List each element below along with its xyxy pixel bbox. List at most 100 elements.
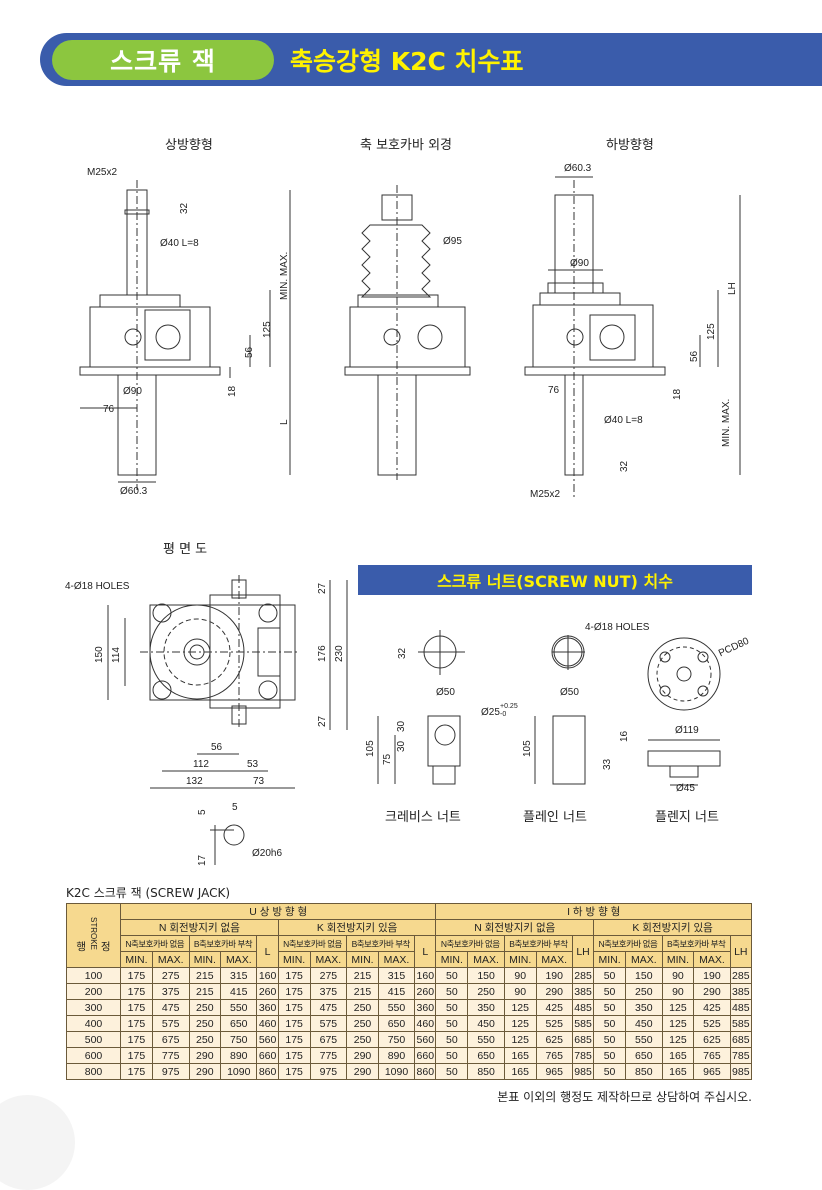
dim-label: 132 [186, 776, 203, 787]
dim-label: 56 [689, 350, 700, 362]
value-cell: 415 [377, 983, 416, 1000]
decorative-circle [0, 1095, 75, 1190]
value-cell: 50 [593, 1015, 626, 1032]
max-header: MAX. [535, 951, 573, 968]
dim-label: 5 [197, 809, 208, 815]
cover-header: B축보호카바 부착 [661, 935, 731, 952]
max-header: MAX. [693, 951, 731, 968]
max-header: MAX. [220, 951, 258, 968]
down-type-header: I 하 방 향 형 [435, 903, 752, 920]
dim-label: 76 [548, 385, 560, 396]
min-header: MIN. [188, 951, 222, 968]
stroke-cell: 300 [66, 999, 121, 1016]
min-header: MIN. [435, 951, 469, 968]
value-cell: 525 [693, 1015, 731, 1032]
value-cell: 485 [729, 999, 753, 1016]
title-up-type: 상방향형 [165, 138, 213, 153]
no-cover-header: N축보호카바 없음 [593, 935, 663, 952]
value-cell: 375 [151, 983, 190, 1000]
value-cell: 965 [693, 1063, 731, 1080]
value-cell: 160 [414, 967, 437, 984]
value-cell: 175 [277, 1063, 311, 1080]
value-cell: 50 [593, 999, 626, 1016]
dim-label: 112 [193, 759, 209, 770]
min-header: MIN. [120, 951, 153, 968]
footnote: 본표 이외의 행정도 제작하므로 상담하여 주십시오. [497, 1090, 752, 1104]
no-cover-header: N축보호카바 없음 [277, 935, 348, 952]
value-cell: 250 [346, 1015, 379, 1032]
value-cell: 290 [346, 1047, 379, 1064]
dim-label: 27 [317, 715, 328, 727]
value-cell: 450 [467, 1015, 505, 1032]
value-cell: 250 [346, 1031, 379, 1048]
min-header: MIN. [503, 951, 537, 968]
dim-label: Ø40 L=8 [160, 238, 199, 249]
category-badge: 스크류 잭 [52, 40, 274, 80]
value-cell: 215 [188, 967, 222, 984]
drawing-plan-view [107, 575, 348, 865]
dim-label: M25x2 [530, 489, 561, 500]
min-header: MIN. [661, 951, 695, 968]
dim-label: L [279, 419, 290, 425]
value-cell: 165 [661, 1063, 695, 1080]
max-header: MAX. [309, 951, 348, 968]
value-cell: 260 [414, 983, 437, 1000]
min-header: MIN. [593, 951, 626, 968]
value-cell: 415 [220, 983, 258, 1000]
cover-header: B축보호카바 부착 [188, 935, 258, 952]
dim-label: Ø20h6 [252, 848, 283, 859]
dimension-table: 행 STROKE 정 U 상 방 향 형 I 하 방 향 형 N 회전방지키 없… [66, 903, 753, 1080]
value-cell: 150 [467, 967, 505, 984]
value-cell: 625 [693, 1031, 731, 1048]
dim-label: MIN. MAX. [721, 398, 732, 447]
screw-nut-section-banner: 스크류 너트(SCREW NUT) 치수 [358, 565, 752, 595]
value-cell: 50 [593, 1063, 626, 1080]
value-cell: 385 [729, 983, 753, 1000]
value-cell: 675 [151, 1031, 190, 1048]
drawing-down-type [524, 176, 741, 500]
value-cell: 90 [661, 983, 695, 1000]
value-cell: 175 [120, 999, 153, 1016]
value-cell: 585 [729, 1015, 753, 1032]
dim-label: 30 [396, 740, 407, 752]
max-header: MAX. [467, 951, 505, 968]
dim-label: 30 [396, 720, 407, 732]
page-title: 축승강형 K2C 치수표 [290, 47, 524, 76]
dim-label: 32 [397, 647, 408, 659]
value-cell: 475 [309, 999, 348, 1016]
value-cell: 585 [571, 1015, 595, 1032]
value-cell: 215 [346, 983, 379, 1000]
value-cell: 175 [277, 999, 311, 1016]
value-cell: 360 [414, 999, 437, 1016]
value-cell: 775 [309, 1047, 348, 1064]
value-cell: 1090 [220, 1063, 258, 1080]
value-cell: 165 [661, 1047, 695, 1064]
value-cell: 650 [467, 1047, 505, 1064]
value-cell: 285 [729, 967, 753, 984]
dim-label: 56 [211, 742, 223, 753]
dim-label: Ø90 [123, 386, 142, 397]
value-cell: 750 [377, 1031, 416, 1048]
value-cell: 250 [467, 983, 505, 1000]
stroke-cell: 400 [66, 1015, 121, 1032]
stroke-cell: 500 [66, 1031, 121, 1048]
value-cell: 460 [256, 1015, 279, 1032]
no-key-header: N 회전방지키 없음 [120, 919, 279, 936]
drawing-bellows-cover [344, 185, 471, 480]
up-type-header: U 상 방 향 형 [119, 903, 437, 920]
value-cell: 50 [435, 1047, 469, 1064]
value-cell: 90 [503, 967, 537, 984]
title-plan-view: 평 면 도 [163, 542, 208, 557]
value-cell: 125 [503, 1015, 537, 1032]
value-cell: 290 [693, 983, 731, 1000]
value-cell: 275 [309, 967, 348, 984]
lh-header: LH [571, 935, 595, 968]
value-cell: 165 [503, 1063, 537, 1080]
value-cell: 250 [188, 1015, 222, 1032]
dim-label: Ø119 [675, 725, 699, 736]
value-cell: 50 [593, 1047, 626, 1064]
dim-label: +0.25 [500, 703, 518, 710]
dim-label: M25x2 [87, 167, 118, 178]
value-cell: 850 [467, 1063, 505, 1080]
